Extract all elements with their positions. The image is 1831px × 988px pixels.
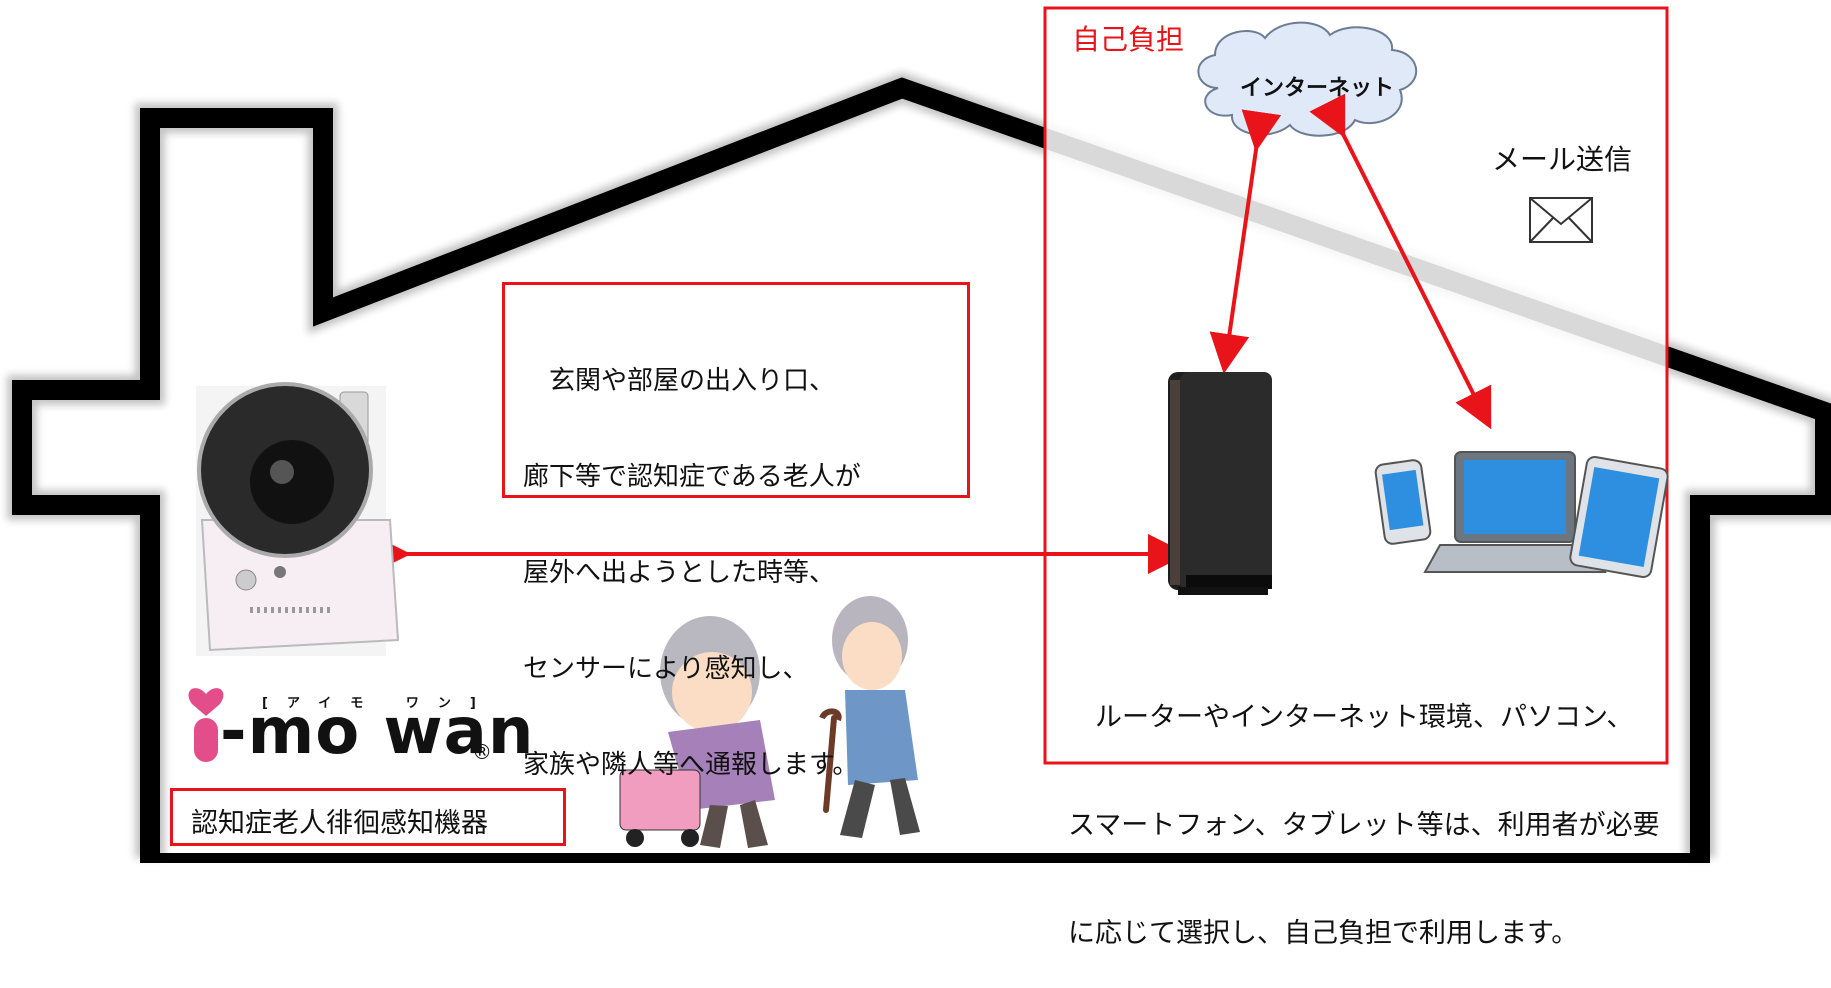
mail-icon [1529, 197, 1593, 243]
note-line: ルーターやインターネット環境、パソコン、 [1068, 702, 1634, 733]
self-pay-note: ルーターやインターネット環境、パソコン、 スマートフォン、タブレット等は、利用者… [1068, 628, 1660, 988]
logo-kana: [アイモ ワン] [262, 696, 495, 711]
notice-box: 玄関や部屋の出入り口、 廊下等で認知症である老人が 屋外へ出ようとした時等、 セ… [502, 282, 970, 780]
self-pay-label: 自己負担 [1072, 23, 1185, 56]
router-image [1168, 372, 1272, 595]
logo-wordmark: -mo wan [220, 695, 535, 769]
notice-text: 玄関や部屋の出入り口、 廊下等で認知症である老人が 屋外へ出ようとした時等、 セ… [523, 301, 861, 845]
house-outline [7, 72, 1831, 863]
note-line: スマートフォン、タブレット等は、利用者が必要 [1068, 810, 1660, 841]
smartphone-icon [1374, 459, 1432, 545]
elderly-couple-image [619, 596, 920, 848]
notice-line: 屋外へ出ようとした時等、 [523, 558, 836, 588]
diagram-canvas [7, 6, 1831, 863]
notice-line: 玄関や部屋の出入り口、 [523, 366, 836, 396]
internet-label: インターネット [1240, 76, 1395, 101]
logo-registered-mark: ® [472, 740, 492, 764]
connection-arrows [371, 93, 1492, 574]
heart-icon [188, 688, 224, 762]
notice-line: 家族や隣人等へ通報します。 [523, 750, 859, 780]
notice-line: センサーにより感知し、 [523, 654, 809, 684]
notice-line: 廊下等で認知症である老人が [523, 462, 861, 492]
mail-label: メール送信 [1492, 143, 1633, 176]
laptop-icon [1423, 451, 1607, 573]
note-line: に応じて選択し、自己負担で利用します。 [1068, 918, 1579, 949]
tablet-icon [1569, 455, 1669, 579]
camera-sensor-image [196, 382, 400, 656]
device-label: 認知症老人徘徊感知機器 [191, 808, 488, 839]
device-label-box: 認知症老人徘徊感知機器 [170, 788, 566, 846]
